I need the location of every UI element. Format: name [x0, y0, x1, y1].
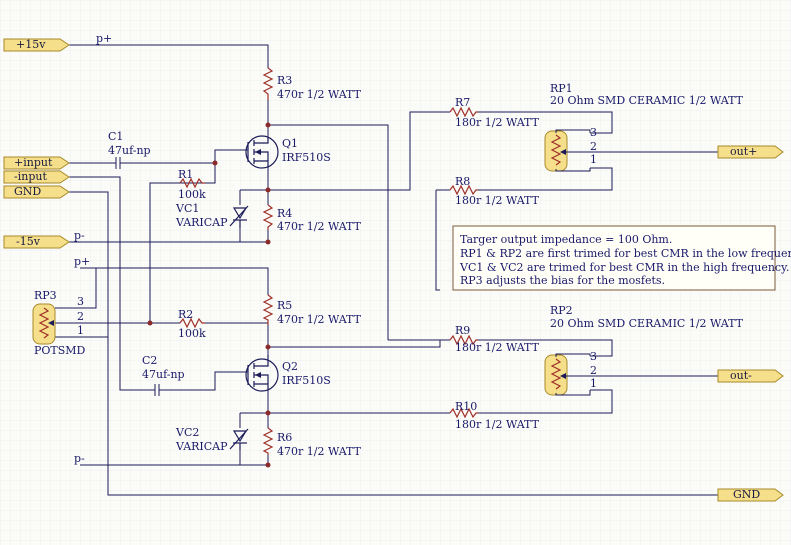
- c2-ref: C2: [142, 354, 157, 367]
- r6-value: 470r 1/2 WATT: [277, 445, 362, 458]
- rp3-ref: RP3: [34, 289, 57, 302]
- r3-ref: R3: [277, 74, 292, 87]
- port-out-plus: out+: [717, 145, 784, 159]
- rp3-value: POTSMD: [34, 344, 86, 357]
- svg-text:out-: out-: [730, 369, 752, 382]
- svg-text:out+: out+: [730, 145, 757, 158]
- q1-symbol: [245, 135, 279, 169]
- r1-symbol: [179, 177, 205, 189]
- r2-ref: R2: [178, 308, 193, 321]
- q1-ref: Q1: [282, 137, 298, 150]
- svg-text:GND: GND: [733, 488, 760, 501]
- svg-text:GND: GND: [14, 185, 41, 198]
- r2-symbol: [179, 317, 205, 329]
- vc2-ref: VC2: [175, 426, 199, 439]
- net-label-p-plus-lower: p+: [74, 255, 90, 268]
- port-in-minus: -input: [3, 170, 70, 184]
- rp2-pin2: 2: [590, 364, 597, 377]
- rp1-pin1: 1: [590, 153, 597, 166]
- r3-symbol: [262, 67, 274, 100]
- r9-ref: R9: [455, 324, 470, 337]
- r8-symbol: [449, 184, 478, 196]
- svg-text:+15v: +15v: [16, 38, 46, 51]
- q2-ref: Q2: [282, 360, 298, 373]
- port-out-minus: out-: [717, 369, 784, 383]
- r8-ref: R8: [455, 175, 470, 188]
- vc1-ref: VC1: [175, 202, 199, 215]
- r4-ref: R4: [277, 207, 292, 220]
- r10-ref: R10: [455, 400, 477, 413]
- c1-value: 47uf-np: [108, 144, 151, 157]
- rp2-ref: RP2: [550, 304, 573, 317]
- rp3-pin2: 2: [77, 310, 84, 323]
- r10-value: 180r 1/2 WATT: [455, 418, 540, 431]
- port-n15v: -15v: [3, 235, 70, 249]
- c2-symbol: [150, 384, 165, 396]
- rp1-pin3: 3: [590, 126, 597, 139]
- q2-value: IRF510S: [282, 374, 331, 387]
- note-line-4: RP3 adjusts the bias for the mosfets.: [460, 274, 665, 287]
- note-line-1: Targer output impedance = 100 Ohm.: [460, 233, 672, 246]
- r5-ref: R5: [277, 299, 292, 312]
- net-label-p-plus-top: p+: [96, 32, 112, 45]
- r7-ref: R7: [455, 96, 470, 109]
- r4-symbol: [262, 204, 274, 230]
- svg-text:-15v: -15v: [16, 235, 41, 248]
- rp1-symbol: [544, 129, 591, 172]
- vc1-symbol: [229, 205, 249, 228]
- rp1-value: 20 Ohm SMD CERAMIC 1/2 WATT: [550, 94, 744, 107]
- r8-value: 180r 1/2 WATT: [455, 194, 540, 207]
- net-label-p-minus-bottom: p-: [74, 452, 85, 465]
- svg-text:-input: -input: [14, 170, 47, 183]
- r7-symbol: [449, 106, 478, 118]
- r3-value: 470r 1/2 WATT: [277, 88, 362, 101]
- vc2-symbol: [229, 428, 249, 450]
- rp3-pin3: 3: [77, 295, 84, 308]
- design-note: Targer output impedance = 100 Ohm. RP1 &…: [452, 225, 791, 291]
- rp2-pin1: 1: [590, 377, 597, 390]
- r2-value: 100k: [178, 327, 206, 340]
- q2-symbol: [245, 355, 279, 392]
- junctions: [147, 122, 271, 468]
- port-in-plus: +input: [3, 156, 70, 170]
- rp1-ref: RP1: [550, 82, 573, 95]
- c1-ref: C1: [108, 130, 123, 143]
- rp3-pin1: 1: [77, 324, 84, 337]
- r6-symbol: [262, 427, 274, 455]
- svg-text:+input: +input: [14, 156, 53, 169]
- r10-symbol: [449, 407, 478, 419]
- q1-value: IRF510S: [282, 151, 331, 164]
- r5-symbol: [262, 294, 274, 325]
- r6-ref: R6: [277, 431, 292, 444]
- r5-value: 470r 1/2 WATT: [277, 313, 362, 326]
- net-label-p-minus-mid: p-: [74, 229, 85, 242]
- r1-value: 100k: [178, 188, 206, 201]
- note-line-2: RP1 & RP2 are first trimed for best CMR …: [460, 247, 791, 260]
- r4-value: 470r 1/2 WATT: [277, 220, 362, 233]
- r1-ref: R1: [178, 168, 193, 181]
- r9-value: 180r 1/2 WATT: [455, 341, 540, 354]
- rp1-pin2: 2: [590, 140, 597, 153]
- wires: [55, 44, 718, 496]
- rp2-symbol: [544, 353, 591, 396]
- c1-symbol: [110, 157, 126, 169]
- vc2-value: VARICAP: [175, 440, 228, 453]
- note-line-3: VC1 & VC2 are trimed for best CMR in the…: [459, 261, 789, 274]
- port-gnd-left: GND: [3, 185, 70, 199]
- rp2-pin3: 3: [590, 350, 597, 363]
- port-gnd-right: GND: [717, 488, 784, 502]
- r7-value: 180r 1/2 WATT: [455, 116, 540, 129]
- vc1-value: VARICAP: [175, 216, 228, 229]
- port-p15v: +15v: [3, 38, 70, 52]
- rp2-value: 20 Ohm SMD CERAMIC 1/2 WATT: [550, 317, 744, 330]
- c2-value: 47uf-np: [142, 368, 185, 381]
- rp3-symbol: [32, 303, 56, 345]
- r9-symbol: [449, 334, 478, 346]
